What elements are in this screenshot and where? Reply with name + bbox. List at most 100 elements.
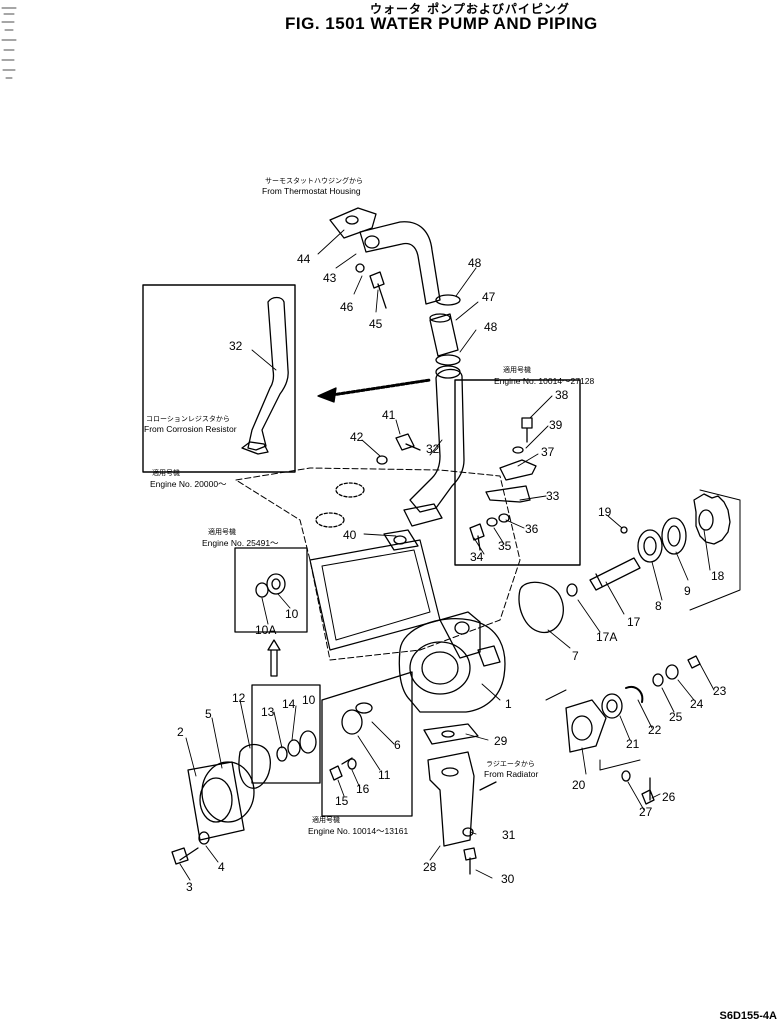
cover-2 <box>187 761 245 841</box>
part-number: 46 <box>340 300 354 314</box>
part-number: 25 <box>669 710 683 724</box>
part-number: 48 <box>484 320 498 334</box>
part-number: 38 <box>555 388 569 402</box>
part-number: 17A <box>596 630 618 644</box>
figure-title: FIG. 1501 WATER PUMP AND PIPING <box>285 14 598 33</box>
part-number: 32 <box>229 339 243 353</box>
clamp-48-top <box>435 294 461 306</box>
part-number: 33 <box>546 489 560 503</box>
part-number: 10 <box>285 607 299 621</box>
gasket-40 <box>383 529 419 551</box>
part-number: 2 <box>177 725 184 739</box>
gasket-5 <box>201 761 255 823</box>
part-number: 26 <box>662 790 676 804</box>
caption-engine-13161-jp: 適用号機 <box>312 816 340 824</box>
bearing-8 <box>637 529 663 563</box>
part-number: 22 <box>648 723 662 737</box>
part-number: 11 <box>378 768 391 782</box>
part-number: 21 <box>626 737 640 751</box>
part-number: 20 <box>572 778 586 792</box>
part-number: 9 <box>684 584 691 598</box>
caption-engine-25491: Engine No. 25491～ <box>202 538 279 548</box>
part-number: 36 <box>525 522 539 536</box>
hose-47 <box>429 313 459 357</box>
part-number: 34 <box>470 550 484 564</box>
insert-box-13161 <box>321 671 413 817</box>
caption-engine-27128-jp: 適用号機 <box>503 366 531 374</box>
part-number: 8 <box>655 599 662 613</box>
pipe-32 <box>409 368 465 513</box>
impeller-18 <box>693 493 731 545</box>
pump-body-1 <box>398 618 506 713</box>
gasket-29 <box>423 723 479 745</box>
part-number: 41 <box>382 408 396 422</box>
insert-box-27128 <box>454 379 581 566</box>
drawing-code: S6D155-4A <box>719 1010 777 1022</box>
part-number: 47 <box>482 290 496 304</box>
part-number: 37 <box>541 445 555 459</box>
part-number: 17 <box>627 615 641 629</box>
bracket-33 <box>485 485 531 503</box>
part-number: 4 <box>218 860 225 874</box>
part-number: 28 <box>423 860 437 874</box>
arrow-shaft <box>330 378 432 397</box>
part-number: 10 <box>302 693 316 707</box>
belt-7 <box>518 581 564 634</box>
title-japanese: ウォータ ポンプおよびパイピング <box>370 2 570 16</box>
part-number: 39 <box>549 418 563 432</box>
insert-box-seal <box>251 684 321 784</box>
part-number: 1 <box>505 697 512 711</box>
caption-engine-13161: Engine No. 10014～13161 <box>308 826 409 836</box>
caption-thermostat-jp: サーモスタットハウジングから <box>265 177 363 185</box>
part-number: 6 <box>394 738 401 752</box>
part-number: 32 <box>426 442 440 456</box>
caption-radiator: From Radiator <box>484 769 539 779</box>
part-number: 31 <box>502 828 516 842</box>
bearing-21 <box>601 693 623 719</box>
caption-engine-20000-jp: 適用号機 <box>152 469 180 477</box>
bracket-20 <box>565 699 607 753</box>
part-number: 14 <box>282 697 296 711</box>
insert-box-corrosion <box>142 284 296 473</box>
caption-thermostat: From Thermostat Housing <box>262 186 361 196</box>
pipe-upper <box>359 221 441 305</box>
snap-ring-22 <box>625 686 644 703</box>
part-number: 29 <box>494 734 508 748</box>
part-number: 44 <box>297 252 311 266</box>
caption-radiator-jp: ラジエータから <box>486 760 535 768</box>
engine-block <box>235 467 521 661</box>
bracket-37 <box>499 459 537 481</box>
part-number: 35 <box>498 539 512 553</box>
part-number: 19 <box>598 505 612 519</box>
caption-engine-20000: Engine No. 20000～ <box>150 479 227 489</box>
part-number: 30 <box>501 872 515 886</box>
part-number: 40 <box>343 528 357 542</box>
shaft-17 <box>589 557 641 591</box>
plate-12 <box>238 743 271 789</box>
clamp-48-bottom <box>435 354 461 366</box>
part-number: 15 <box>335 794 349 808</box>
part-number: 42 <box>350 430 364 444</box>
caption-engine-25491-jp: 適用号機 <box>208 528 236 536</box>
part-number: 5 <box>205 707 212 721</box>
part-number: 7 <box>572 649 579 663</box>
part-number: 27 <box>639 805 653 819</box>
arrow-head <box>317 387 337 403</box>
part-number: 23 <box>713 684 727 698</box>
insert-box-25491 <box>234 547 308 633</box>
part-number: 10A <box>255 623 277 637</box>
part-number: 24 <box>690 697 704 711</box>
caption-corrosion-jp: コローションレジスタから <box>146 415 230 423</box>
flange-44 <box>329 207 377 239</box>
elbow-28 <box>427 751 475 847</box>
caption-corrosion: From Corrosion Resistor <box>144 424 237 434</box>
scan-noise <box>1 7 17 79</box>
part-number: 16 <box>356 782 370 796</box>
seal-9 <box>661 517 687 555</box>
pipe-32-variant <box>247 296 289 451</box>
part-number: 12 <box>232 691 246 705</box>
caption-engine-27128: Engine No. 10014～27128 <box>494 376 595 386</box>
part-number: 13 <box>261 705 275 719</box>
part-number: 43 <box>323 271 337 285</box>
